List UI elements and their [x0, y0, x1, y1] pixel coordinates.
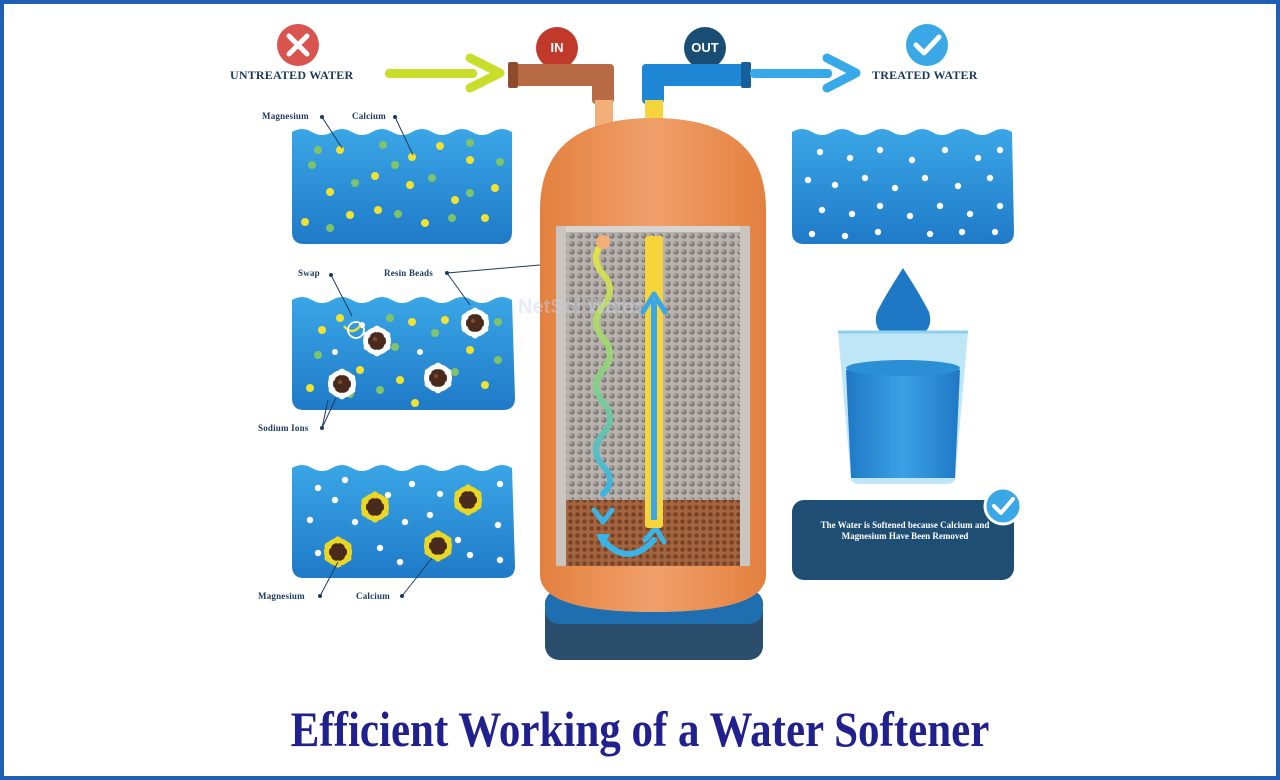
in-label: IN	[550, 40, 564, 55]
calcium-top-label: Calcium	[352, 111, 386, 121]
out-badge	[684, 27, 726, 69]
swap-label: Swap	[298, 268, 320, 278]
water-drop-icon	[875, 268, 931, 340]
untreated-water-label: UNTREATED WATER	[230, 68, 354, 82]
out-label: OUT	[691, 40, 719, 55]
arrow-right-icon	[385, 53, 505, 93]
untreated-water-panel	[292, 129, 512, 244]
in-badge	[536, 27, 578, 69]
sodium-ions-label: Sodium Ions	[258, 423, 309, 433]
leader-line	[321, 116, 343, 149]
magnesium-bottom-label: Magnesium	[258, 591, 305, 601]
softener-tank	[540, 118, 766, 660]
treated-water-label: TREATED WATER	[872, 68, 978, 82]
page-title: Efficient Working of a Water Softener	[290, 701, 990, 757]
check-icon	[906, 24, 948, 66]
arrow-right-icon	[750, 53, 861, 93]
x-icon	[277, 24, 319, 66]
result-note-text: The Water is Softened because Calcium an…	[820, 520, 990, 541]
captured-ions-panel	[292, 465, 515, 578]
leader-line	[394, 116, 414, 156]
watermark: NetSol Water	[518, 296, 642, 318]
result-note-box	[792, 486, 1023, 580]
resin-beads-label: Resin Beads	[384, 268, 433, 278]
magnesium-top-label: Magnesium	[262, 111, 309, 121]
treated-water-panel	[792, 129, 1014, 244]
outlet-pipe	[642, 62, 751, 125]
calcium-bottom-label: Calcium	[356, 591, 390, 601]
ion-exchange-panel	[292, 297, 515, 410]
glass-icon	[838, 330, 968, 484]
